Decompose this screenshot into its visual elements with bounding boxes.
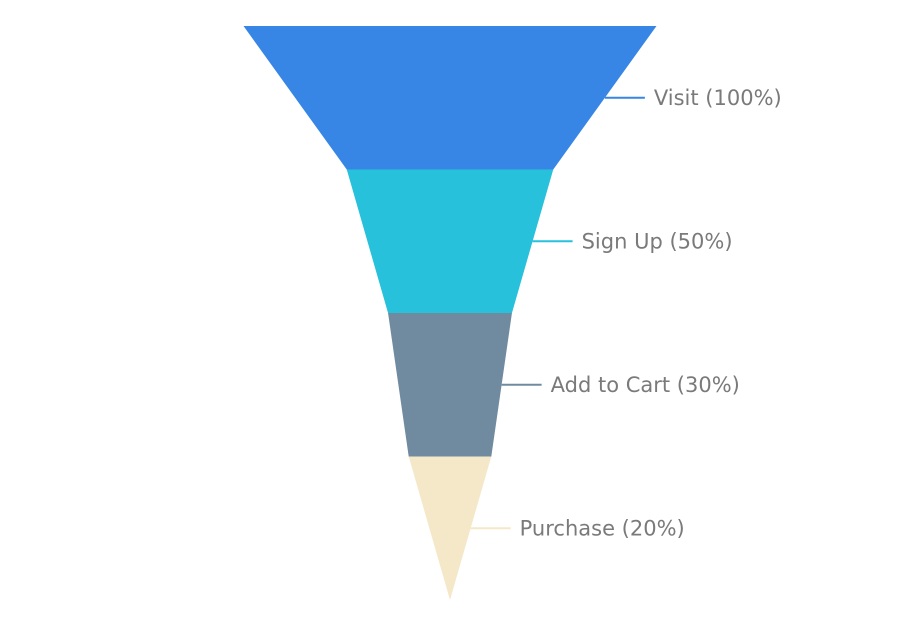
funnel-label-lines — [470, 96, 645, 530]
funnel-segments — [243, 26, 657, 600]
funnel-segment-add-to-cart — [388, 313, 512, 457]
funnel-label: Add to Cart (30%) — [551, 373, 740, 397]
funnel-label: Sign Up (50%) — [582, 229, 733, 253]
funnel-segment-sign-up — [346, 169, 554, 313]
funnel-segment-visit — [243, 26, 657, 170]
funnel-segment-purchase — [408, 456, 492, 600]
funnel-labels: Visit (100%) Sign Up (50%) Add to Cart (30… — [520, 86, 782, 541]
funnel-label: Purchase (20%) — [520, 516, 685, 540]
funnel-label: Visit (100%) — [654, 86, 782, 110]
